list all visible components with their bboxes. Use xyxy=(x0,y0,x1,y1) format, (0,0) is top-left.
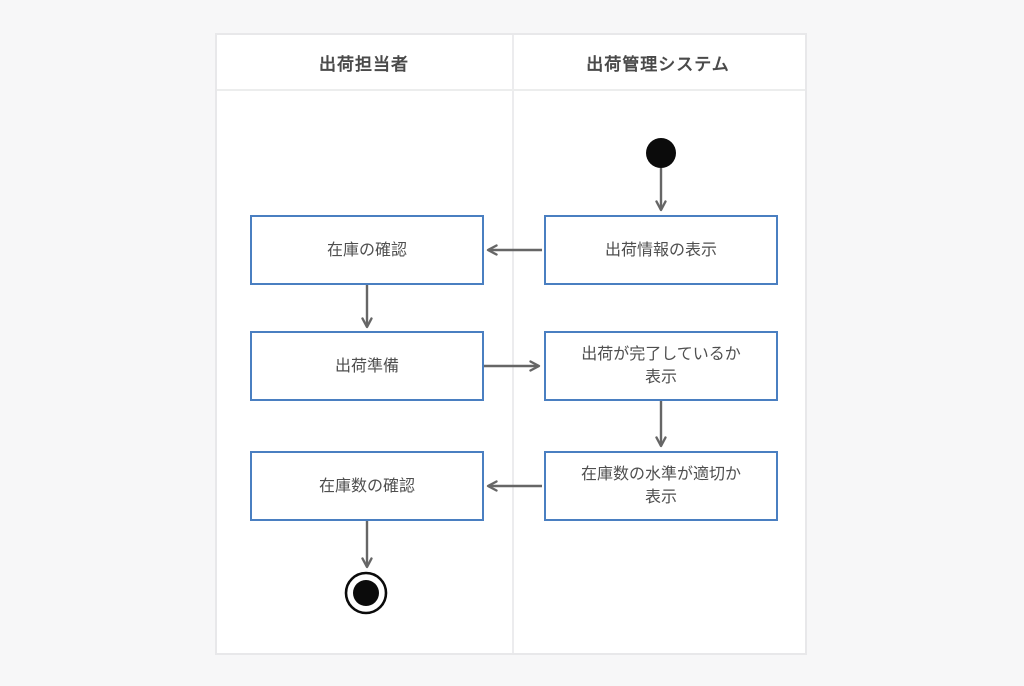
action-check-inventory-count: 在庫数の確認 xyxy=(250,451,484,521)
lane-header-shipping-staff: 出荷担当者 xyxy=(319,54,409,74)
action-label-line-2: 表示 xyxy=(644,489,677,506)
action-display-shipment-complete: 出荷が完了しているか 表示 xyxy=(544,331,778,401)
action-check-inventory: 在庫の確認 xyxy=(250,215,484,285)
action-label-line-1: 出荷が完了しているか xyxy=(581,346,741,363)
action-label-line-1: 在庫数の水準が適切か xyxy=(580,466,741,483)
action-label: 出荷情報の表示 xyxy=(604,241,717,259)
lane-header-shipping-system: 出荷管理システム xyxy=(586,54,730,74)
action-label: 出荷準備 xyxy=(334,357,399,375)
lane-headers: 出荷担当者 出荷管理システム xyxy=(217,35,805,91)
action-label: 在庫数の確認 xyxy=(318,477,415,495)
swimlane-diagram: 出荷担当者 出荷管理システム xyxy=(215,33,807,655)
start-node xyxy=(646,138,676,168)
action-label: 在庫の確認 xyxy=(326,241,407,259)
action-display-shipping-info: 出荷情報の表示 xyxy=(544,215,778,285)
action-display-stock-level: 在庫数の水準が適切か 表示 xyxy=(544,451,778,521)
action-label-line-2: 表示 xyxy=(644,369,677,386)
lane-divider xyxy=(512,35,514,653)
action-prepare-shipment: 出荷準備 xyxy=(250,331,484,401)
end-node xyxy=(344,571,388,615)
